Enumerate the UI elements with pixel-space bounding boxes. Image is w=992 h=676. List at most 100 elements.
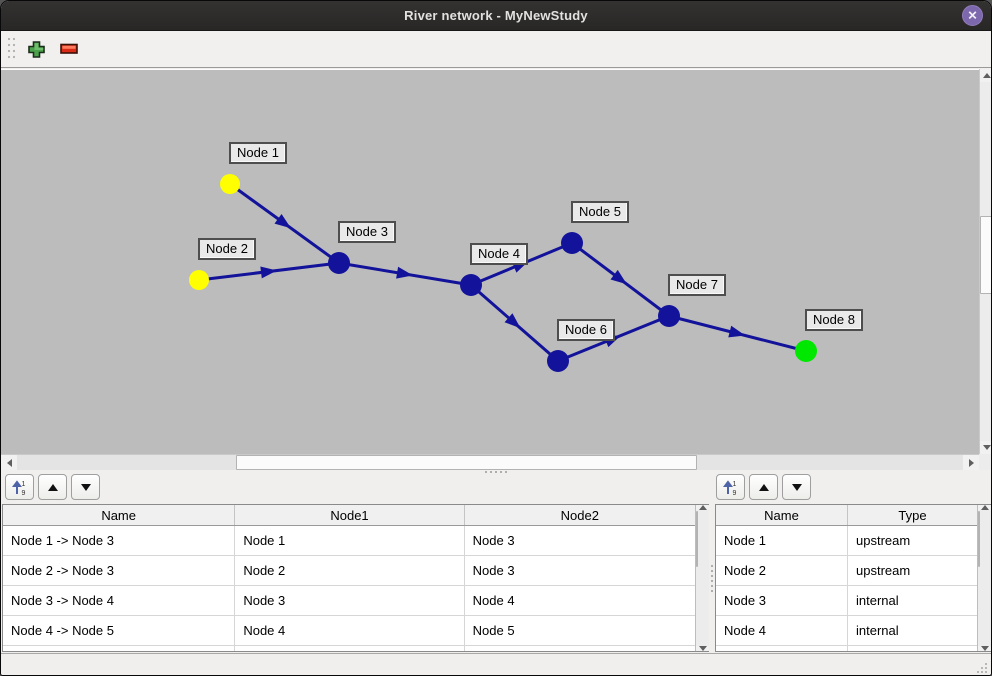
scroll-thumb[interactable] (978, 511, 980, 567)
node-label-node-6[interactable]: Node 6 (557, 319, 615, 341)
node-circle-node-3[interactable] (328, 252, 350, 274)
table-row[interactable]: Node 4 -> Node 5 Node 4 Node 5 (3, 616, 695, 646)
node-label-node-5[interactable]: Node 5 (571, 201, 629, 223)
scroll-up-button[interactable] (980, 69, 991, 82)
cell-name[interactable]: Node 1 (716, 526, 848, 555)
scroll-down-button[interactable] (978, 646, 991, 651)
up-arrow-icon (698, 505, 707, 510)
column-header-node2[interactable]: Node2 (560, 507, 599, 523)
scroll-thumb[interactable] (980, 216, 991, 294)
cell-name[interactable]: Node 4 -> Node 5 (3, 616, 236, 645)
sort-reaches-button[interactable]: 1 9 (5, 474, 34, 500)
table-row[interactable]: Node 2 upstream (716, 556, 977, 586)
down-arrow-icon (980, 646, 989, 651)
column-header-name[interactable]: Name (3, 505, 236, 525)
scroll-right-button[interactable] (963, 455, 979, 470)
table-header-row: Name Type (716, 505, 977, 526)
node-label-node-7[interactable]: Node 7 (668, 274, 726, 296)
canvas-horizontal-scrollbar[interactable] (1, 454, 979, 470)
table-row[interactable]: Node 3 internal (716, 586, 977, 616)
node-label-node-2[interactable]: Node 2 (198, 238, 256, 260)
table-row[interactable]: Node 1 -> Node 3 Node 1 Node 3 (3, 526, 695, 556)
scroll-thumb[interactable] (696, 511, 698, 567)
scroll-down-button[interactable] (980, 441, 991, 454)
vertical-splitter[interactable] (709, 504, 715, 652)
table-row[interactable]: Node 3 -> Node 4 Node 3 Node 4 (3, 586, 695, 616)
nodes-panel-toolbar: 1 9 (716, 474, 811, 501)
cell-name[interactable]: Node 2 -> Node 3 (3, 556, 236, 585)
reaches-table: Name Node1 Node2 Node 1 -> Node 3 Node 1… (3, 505, 695, 651)
scroll-thumb[interactable] (236, 455, 697, 470)
sort-ascending-icon: 1 9 (722, 479, 736, 496)
move-reach-up-button[interactable] (38, 474, 67, 500)
svg-text:9: 9 (732, 490, 736, 496)
add-node-button[interactable] (24, 37, 48, 61)
node-circle-node-4[interactable] (460, 274, 482, 296)
network-canvas[interactable]: Node 1 Node 2 Node 3 Node 4 Node 5 Node 6 Node… (1, 69, 979, 454)
node-circle-node-1[interactable] (220, 174, 240, 194)
node-circle-node-2[interactable] (189, 270, 209, 290)
cell-node2[interactable]: Node 3 (472, 533, 515, 548)
right-arrow-icon (968, 458, 974, 467)
node-label-node-3[interactable]: Node 3 (338, 221, 396, 243)
canvas-vertical-scrollbar[interactable] (979, 69, 991, 454)
scroll-left-button[interactable] (1, 455, 17, 470)
column-header-name[interactable]: Name (716, 505, 848, 525)
status-bar (1, 653, 991, 675)
green-plus-icon (27, 40, 45, 58)
node-label-node-4[interactable]: Node 4 (470, 243, 528, 265)
sort-nodes-button[interactable]: 1 9 (716, 474, 745, 500)
nodes-table-scrollbar[interactable] (977, 505, 991, 651)
move-node-up-button[interactable] (749, 474, 778, 500)
sort-ascending-icon: 1 9 (11, 479, 25, 496)
scroll-track[interactable] (17, 455, 963, 470)
move-node-down-button[interactable] (782, 474, 811, 500)
cell-type[interactable]: upstream (856, 563, 911, 578)
node-circle-node-5[interactable] (561, 232, 583, 254)
node-circle-node-8[interactable] (795, 340, 817, 362)
cell-node2[interactable]: Node 4 (472, 593, 515, 608)
remove-node-button[interactable] (57, 37, 81, 61)
cell-type[interactable]: upstream (856, 533, 911, 548)
column-header-node1[interactable]: Node1 (235, 505, 465, 525)
node-circle-node-6[interactable] (547, 350, 569, 372)
node-circle-node-7[interactable] (658, 305, 680, 327)
column-header-type[interactable]: Type (898, 507, 927, 523)
cell-node1[interactable]: Node 1 (235, 526, 465, 555)
cell-name[interactable]: Node 4 (716, 616, 848, 645)
cell-name[interactable]: Node 2 (716, 556, 848, 585)
cell-type[interactable]: internal (856, 593, 899, 608)
table-row-partial[interactable] (716, 646, 977, 651)
close-button[interactable]: ✕ (962, 5, 983, 26)
node-label-node-1[interactable]: Node 1 (229, 142, 287, 164)
cell-type[interactable]: internal (856, 623, 899, 638)
scroll-track[interactable] (696, 510, 709, 646)
cell-name[interactable]: Node 3 -> Node 4 (3, 586, 236, 615)
close-icon: ✕ (967, 8, 978, 22)
cell-node1[interactable]: Node 3 (235, 586, 465, 615)
scroll-up-button[interactable] (978, 505, 991, 510)
table-row[interactable]: Node 4 internal (716, 616, 977, 646)
table-row[interactable]: Node 1 upstream (716, 526, 977, 556)
reaches-table-scrollbar[interactable] (695, 505, 709, 651)
cell-node1[interactable]: Node 4 (235, 616, 465, 645)
move-reach-down-button[interactable] (71, 474, 100, 500)
cell-node1[interactable]: Node 2 (235, 556, 465, 585)
cell-name[interactable]: Node 3 (716, 586, 848, 615)
edge-arrow-icon (610, 269, 627, 285)
cell-node2[interactable]: Node 3 (472, 563, 515, 578)
scroll-down-button[interactable] (696, 646, 709, 651)
scroll-track[interactable] (978, 510, 991, 646)
table-row-partial[interactable] (3, 646, 695, 651)
toolbar-grip-handle[interactable] (6, 36, 16, 62)
table-row[interactable]: Node 2 -> Node 3 Node 2 Node 3 (3, 556, 695, 586)
cell-node2[interactable]: Node 5 (472, 623, 515, 638)
node-label-node-8[interactable]: Node 8 (805, 309, 863, 331)
up-triangle-icon (47, 483, 58, 491)
scroll-up-button[interactable] (696, 505, 709, 510)
cell-name[interactable]: Node 1 -> Node 3 (3, 526, 236, 555)
scroll-track[interactable] (980, 82, 991, 441)
resize-grip-icon[interactable] (975, 661, 988, 674)
horizontal-splitter[interactable] (1, 470, 991, 474)
